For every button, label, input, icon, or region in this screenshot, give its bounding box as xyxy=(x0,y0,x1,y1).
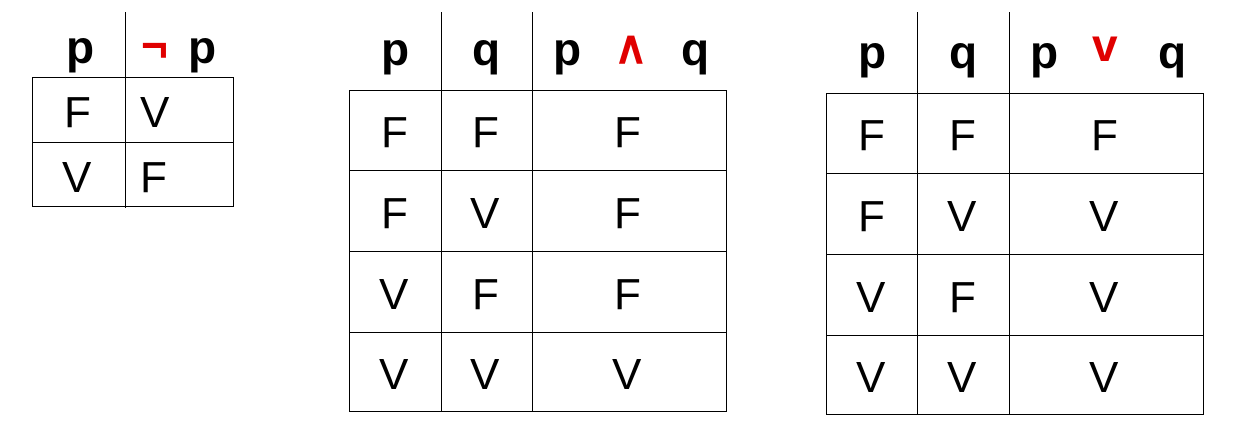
disjunction-operator: v xyxy=(1092,19,1118,71)
grid-line xyxy=(441,12,442,412)
cell: V xyxy=(1089,192,1119,241)
grid-line xyxy=(826,335,1204,336)
cell: F xyxy=(64,88,91,137)
header-left-operand: p xyxy=(553,23,582,75)
cell: F xyxy=(858,192,885,241)
grid-line xyxy=(349,251,727,252)
grid-line xyxy=(826,93,1204,94)
grid-line xyxy=(826,414,1204,415)
cell: F xyxy=(614,189,641,238)
grid-line xyxy=(532,12,533,412)
grid-line xyxy=(917,12,918,415)
grid-line xyxy=(32,77,234,78)
cell: V xyxy=(62,153,92,202)
header-left-operand: p xyxy=(1030,26,1059,78)
negation-operator: ¬ xyxy=(141,19,168,71)
grid-line xyxy=(32,77,33,207)
header-right-operand: q xyxy=(1158,26,1187,78)
grid-line xyxy=(826,254,1204,255)
cell: F xyxy=(949,111,976,160)
header-q: q xyxy=(472,23,501,75)
cell: V xyxy=(379,270,409,319)
cell: V xyxy=(947,192,977,241)
cell: F xyxy=(858,111,885,160)
cell: V xyxy=(1089,353,1119,402)
cell: V xyxy=(947,353,977,402)
cell: F xyxy=(381,108,408,157)
header-right-operand: q xyxy=(681,23,710,75)
grid-line xyxy=(32,206,234,207)
cell: F xyxy=(614,270,641,319)
grid-line xyxy=(32,142,234,143)
header-p: p xyxy=(66,21,95,73)
cell: F xyxy=(949,273,976,322)
cell: V xyxy=(612,350,642,399)
grid-line xyxy=(826,173,1204,174)
grid-line xyxy=(1009,12,1010,415)
header-p: p xyxy=(858,26,887,78)
header-p: p xyxy=(381,23,410,75)
cell: F xyxy=(614,108,641,157)
cell: F xyxy=(472,270,499,319)
header-q: q xyxy=(949,26,978,78)
grid-line xyxy=(125,12,126,208)
cell: V xyxy=(1089,273,1119,322)
cell: V xyxy=(470,350,500,399)
cell: V xyxy=(856,353,886,402)
cell: V xyxy=(379,350,409,399)
cell: F xyxy=(472,108,499,157)
cell: F xyxy=(1091,111,1118,160)
cell: F xyxy=(381,189,408,238)
cell: V xyxy=(470,189,500,238)
grid-line xyxy=(349,411,727,412)
grid-line xyxy=(349,332,727,333)
conjunction-operator: ∧ xyxy=(614,21,648,73)
grid-line xyxy=(349,90,727,91)
cell: F xyxy=(140,153,167,202)
cell: V xyxy=(140,88,170,137)
cell: V xyxy=(856,273,886,322)
grid-line xyxy=(233,77,234,207)
grid-line xyxy=(349,170,727,171)
header-negated-p: p xyxy=(188,21,217,73)
